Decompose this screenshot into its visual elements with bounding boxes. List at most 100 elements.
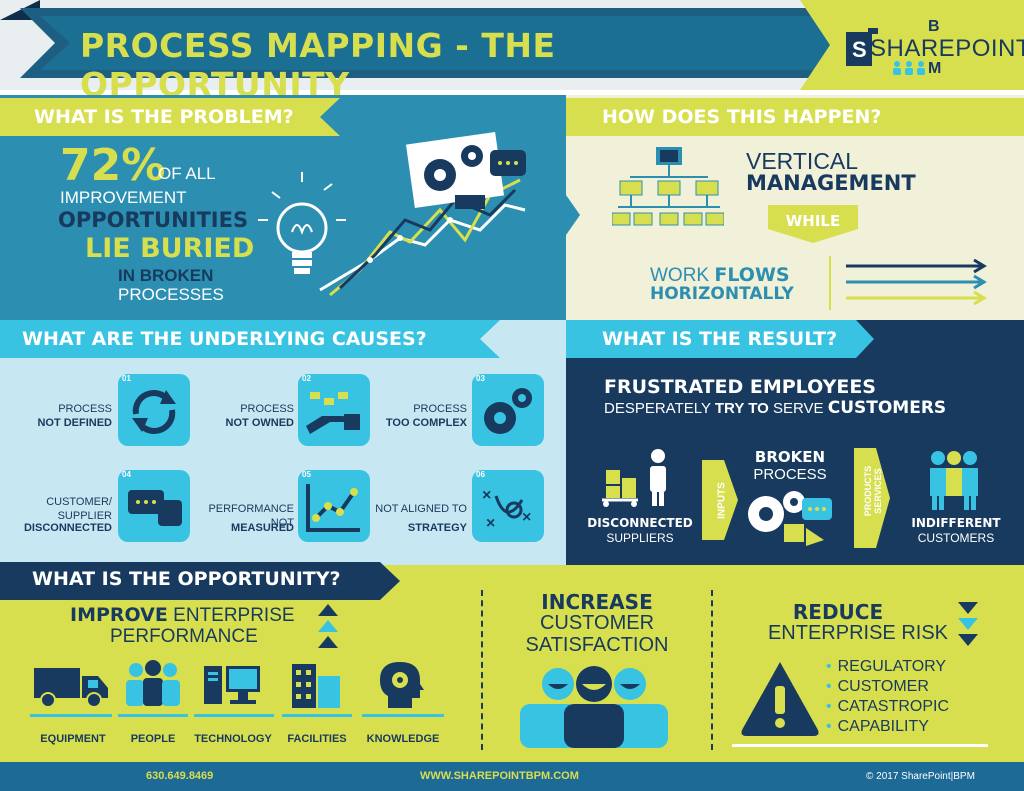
opportunity-satisfaction: SATISFACTION [525,634,669,656]
footer-copyright: © 2017 SharePoint|BPM [866,771,975,782]
gears-icon [484,388,532,434]
result-heading-tip [856,320,874,358]
truck-icon [34,668,108,708]
icon-underline [30,714,112,717]
result-services: SERVICES [873,468,883,514]
svg-text:S: S [852,37,867,62]
logo-letter-m: M [928,60,942,77]
how-divider-arrow [560,95,580,320]
logo-letter-b: B [928,18,940,35]
logo: S SHAREPOINT B M [840,18,1024,82]
opportunity-increase: INCREASE [541,590,653,614]
buildings-icon [292,664,340,708]
improve-line: IMPROVE ENTERPRISE [70,604,295,627]
result-broken: BROKEN [754,448,826,466]
result-frustrated: FRUSTRATED EMPLOYEES [604,376,876,398]
result-indifferent: INDIFFERENT [911,516,1001,530]
result-desperately: DESPERATELY [604,400,711,417]
cause-label-top: CUSTOMER/ SUPPLIER [46,496,112,522]
how-flows: FLOWS [714,264,790,286]
cause-tile-5: 05 [298,470,370,542]
how-horizontally: HORIZONTALLY [650,284,794,304]
risk-label: CUSTOMER [837,678,929,695]
how-while: WHILE [785,212,841,230]
problem-line3: LIE BURIED [85,233,255,264]
cause-num: 05 [302,470,311,479]
inputs-arrow [702,460,738,540]
how-heading-bar [566,98,1024,136]
label-knowledge: KNOWLEDGE [366,733,440,745]
problem-line1: IMPROVEMENT [60,188,187,207]
cause-num: 01 [122,374,131,383]
head-gear-icon [380,662,424,708]
cause-label-bottom: TOO COMPLEX [385,417,467,429]
page-title: PROCESS MAPPING - THE OPPORTUNITY [80,26,556,104]
hand-flowchart-icon [306,392,360,434]
problem-line2: OPPORTUNITIES [58,208,249,232]
opportunity-enterprise-risk: ENTERPRISE RISK [767,622,949,644]
icon-underline [362,714,444,717]
result-disconnected: DISCONNECTED [587,516,693,530]
cause-num: 02 [302,374,311,383]
cause-label-bottom: DISCONNECTED [23,522,112,534]
gears-card-icon [405,132,526,209]
problem-line5: PROCESSES [118,285,224,304]
trend-lines [319,178,526,297]
opportunity-reduce: REDUCE [792,600,884,624]
products-arrow [854,448,890,548]
customers-group-icon [930,451,978,510]
result-process: PROCESS [753,466,827,483]
cause-label-bottom: NOT DEFINED [37,417,112,429]
cause-label-top: NOT ALIGNED TO [375,503,467,515]
logo-mark-icon: S [846,28,878,66]
label-equipment: EQUIPMENT [40,733,106,745]
label-people: PEOPLE [130,733,176,745]
result-serve: SERVE [772,400,824,417]
lightbulb-icon [258,172,346,274]
cause-label-bottom: STRATEGY [407,522,467,534]
icon-underline [118,714,188,717]
cause-label-bottom: MEASURED [231,522,294,534]
opportunity-performance: PERFORMANCE [110,626,258,647]
line-graph-icon [306,484,360,532]
horizontal-flow-arrows [829,256,987,310]
cause-label-top: PERFORMANCE NOT [208,503,294,529]
chat-bubbles-icon [128,490,182,526]
footer [0,762,1024,791]
opportunity-improve: IMPROVE [70,604,168,626]
svg-text:×: × [522,509,531,526]
cause-label-top: PROCESS [58,403,112,415]
risk-item-2: CUSTOMER [826,678,929,696]
header-ribbon [0,0,1024,90]
problem-heading: WHAT IS THE PROBLEM? [34,106,294,128]
risk-label: REGULATORY [837,658,947,675]
opportunity-customer: CUSTOMER [539,612,655,634]
risk-underline [732,744,988,747]
strategy-play-icon: ××× [482,487,531,532]
footer-website[interactable]: WWW.SHAREPOINTBPM.COM [420,770,579,782]
cause-tile-6: 06 ××× [472,470,544,542]
happy-customers-icon [520,666,668,748]
how-heading: HOW DOES THIS HAPPEN? [602,106,882,128]
result-products: PRODUCTS [863,465,873,517]
warning-icon [741,662,819,736]
risk-label: CATASTROPIC [837,698,950,715]
problem-of-all: OF ALL [158,164,216,183]
label-facilities: FACILITIES [287,733,347,745]
cycle-arrows-icon [132,390,176,434]
result-customers: CUSTOMERS [827,398,947,418]
icon-underline [194,714,274,717]
result-try-to: TRY TO [714,400,769,417]
cause-num: 06 [476,470,485,479]
supplier-icon [602,449,666,507]
svg-text:×: × [486,515,495,532]
causes-heading-bar [0,320,500,358]
result-inputs: INPUTS [716,482,728,519]
how-management: MANAGEMENT [746,171,916,195]
computer-icon [204,666,260,704]
result-heading: WHAT IS THE RESULT? [602,328,838,350]
cause-tile-1: 01 [118,374,190,446]
cause-num: 03 [476,374,485,383]
cause-num: 04 [122,470,131,479]
divider [711,590,713,750]
